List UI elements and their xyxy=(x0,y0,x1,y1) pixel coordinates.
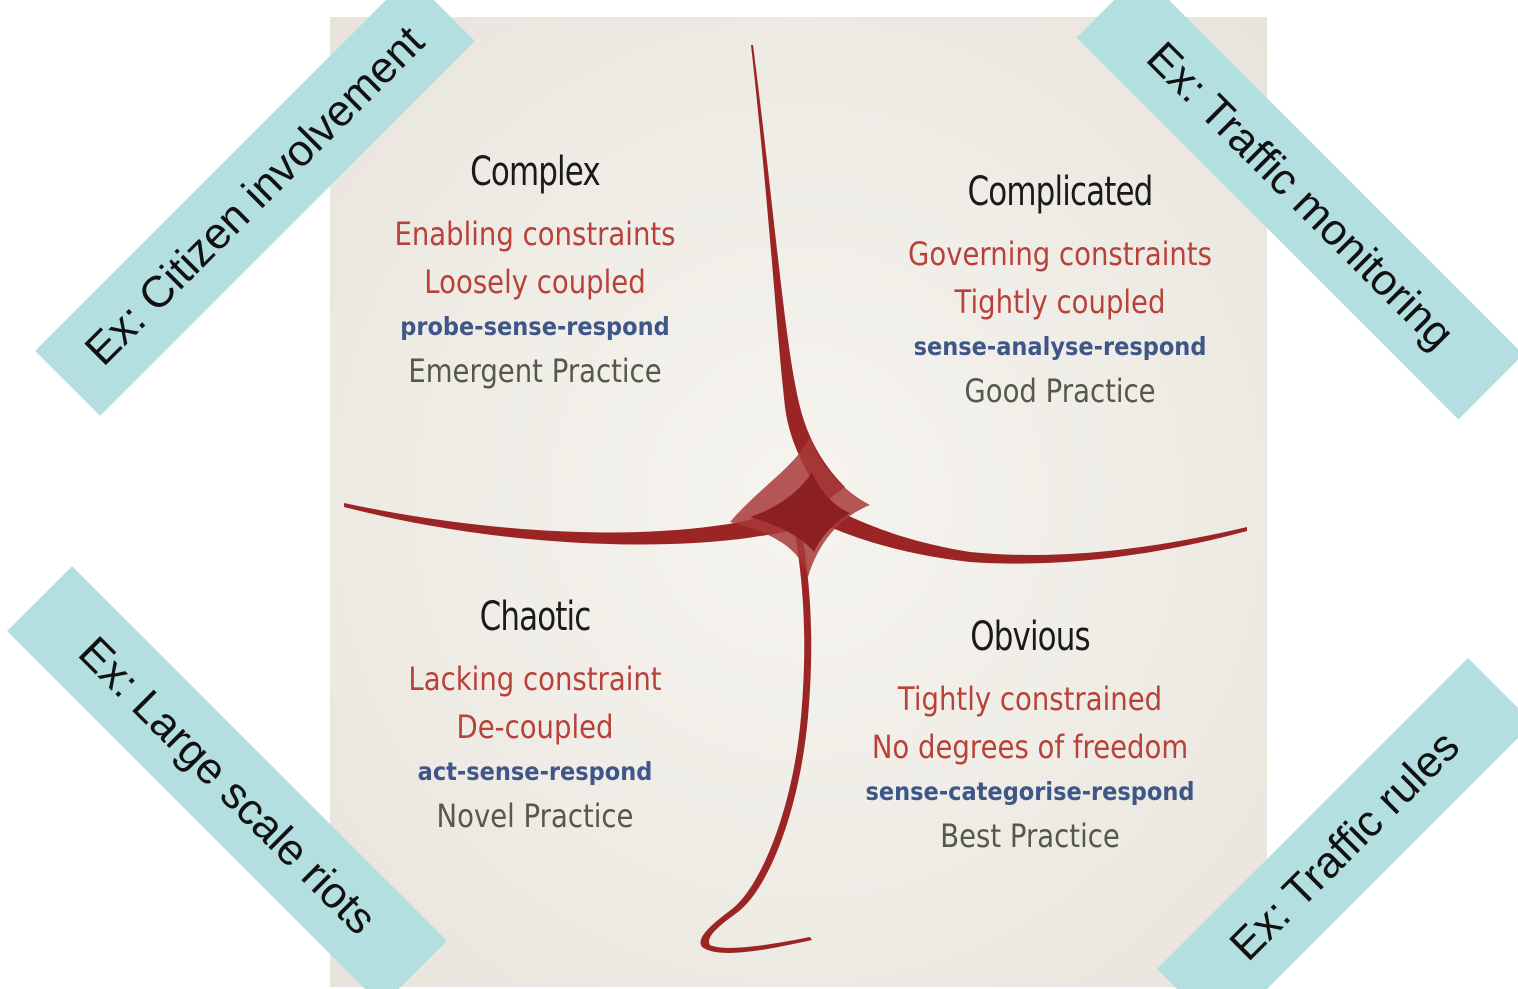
quadrant-constraint: Tightly constrained xyxy=(897,680,1163,718)
quadrant-method: act-sense-respond xyxy=(417,757,653,786)
divider-top-branch xyxy=(751,45,845,502)
cynefin-framework-panel: Complex Enabling constraints Loosely cou… xyxy=(330,17,1267,987)
quadrant-title: Complex xyxy=(470,149,601,195)
quadrant-complex: Complex Enabling constraints Loosely cou… xyxy=(370,152,700,387)
quadrant-method: probe-sense-respond xyxy=(400,312,670,341)
quadrant-coupling: No degrees of freedom xyxy=(871,728,1189,766)
quadrant-chaotic: Chaotic Lacking constraint De-coupled ac… xyxy=(370,597,700,832)
quadrant-title: Obvious xyxy=(970,614,1090,660)
quadrant-practice: Good Practice xyxy=(964,372,1156,410)
quadrant-obvious: Obvious Tightly constrained No degrees o… xyxy=(830,617,1230,852)
quadrant-constraint: Governing constraints xyxy=(908,235,1212,273)
quadrant-coupling: Loosely coupled xyxy=(424,263,646,301)
quadrant-constraint: Lacking constraint xyxy=(408,660,662,698)
quadrant-practice: Best Practice xyxy=(940,817,1120,855)
quadrant-practice: Novel Practice xyxy=(436,797,634,835)
divider-left-branch xyxy=(344,497,808,545)
domain-divider-lines xyxy=(344,45,1247,953)
divider-bottom-branch xyxy=(700,522,812,953)
divider-right-branch xyxy=(830,507,1247,564)
quadrant-coupling: De-coupled xyxy=(456,708,614,746)
quadrant-coupling: Tightly coupled xyxy=(954,283,1166,321)
quadrant-title: Chaotic xyxy=(479,594,592,640)
disorder-core xyxy=(750,472,850,552)
quadrant-complicated: Complicated Governing constraints Tightl… xyxy=(880,172,1240,407)
quadrant-method: sense-categorise-respond xyxy=(865,777,1195,806)
quadrant-method: sense-analyse-respond xyxy=(913,332,1207,361)
quadrant-title: Complicated xyxy=(967,169,1154,215)
quadrant-practice: Emergent Practice xyxy=(408,352,662,390)
quadrant-constraint: Enabling constraints xyxy=(394,215,676,253)
